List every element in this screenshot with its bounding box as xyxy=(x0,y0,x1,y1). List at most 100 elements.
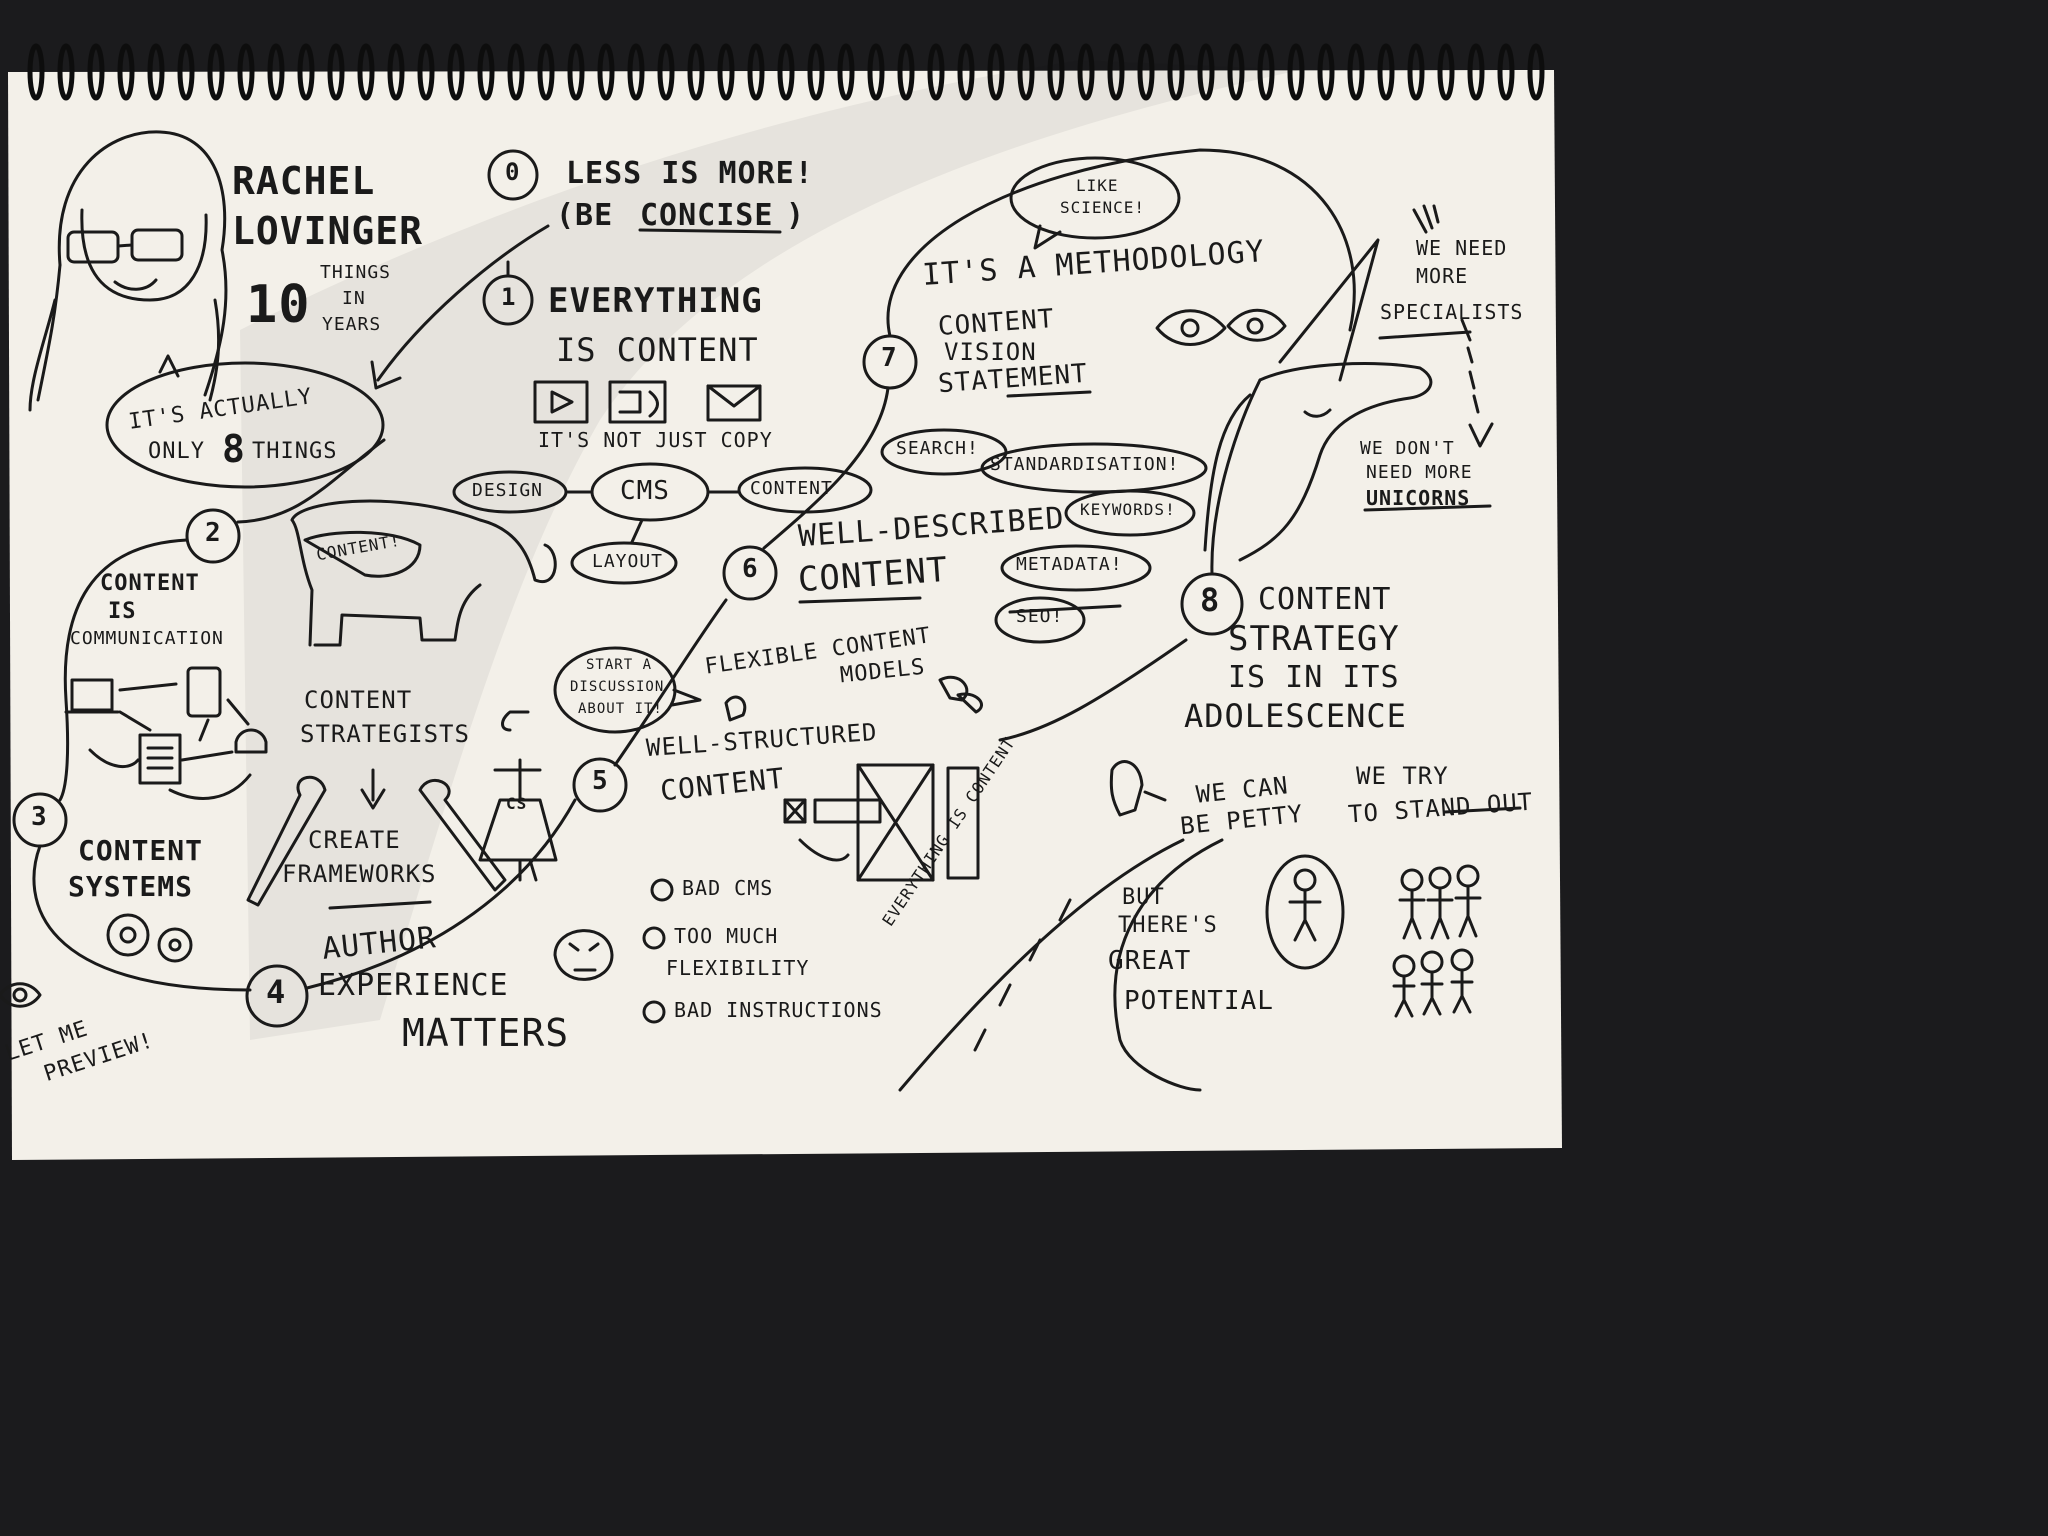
specialists-line2: more xyxy=(1416,264,1469,288)
speaker-name-line2: Lovinger xyxy=(232,209,424,253)
discussion-line1: Start a xyxy=(586,657,653,673)
bubble-only: only xyxy=(148,439,205,464)
point-2-line2: is xyxy=(108,599,137,624)
spiral-binding xyxy=(27,43,1545,101)
sketchnote-drawing xyxy=(0,43,1562,1160)
gears-drawing xyxy=(106,913,193,963)
unicorns-line3: unicorns xyxy=(1366,486,1471,510)
strategists-line2: Strategists xyxy=(300,720,470,748)
tag-keywords-label: Keywords! xyxy=(1080,500,1176,519)
stick-figures xyxy=(1288,864,1482,1018)
cms-content-label: Content xyxy=(750,478,833,499)
preview-eye xyxy=(0,982,42,1008)
content-ellipse xyxy=(737,466,873,514)
point-0-line2-pre: (Be xyxy=(556,198,614,233)
point-2-line3: communication xyxy=(70,628,224,649)
strategists-line1: Content xyxy=(304,686,413,714)
point-2-line1: Content xyxy=(100,571,200,596)
point-4-number: 4 xyxy=(266,973,287,1011)
wrench-right xyxy=(418,778,507,892)
elephant-drawing xyxy=(290,499,557,647)
circle-6 xyxy=(722,545,778,601)
point-7-line2: Vision xyxy=(944,338,1037,366)
in-word: in xyxy=(342,288,366,309)
cms-layout-label: Layout xyxy=(592,551,664,572)
strategists-line4: Frameworks xyxy=(282,860,437,888)
tag-seo-label: SEO! xyxy=(1016,606,1064,627)
potential-line4: potential xyxy=(1124,986,1274,1016)
layout-ellipse xyxy=(570,541,678,585)
sketchnote-photo: Rachel Lovinger 10 Things in Years It's … xyxy=(0,43,1562,1160)
unicorns-line1: We don't xyxy=(1360,438,1455,459)
point-3-number: 3 xyxy=(31,802,48,832)
point-8-line4: adolescence xyxy=(1184,697,1407,735)
cms-center-label: CMS xyxy=(620,476,670,506)
point-3-line1: Content xyxy=(78,834,204,867)
point-7-number: 7 xyxy=(881,343,898,373)
point-6-number: 6 xyxy=(742,554,759,584)
arrow-to-bubble xyxy=(376,224,550,382)
science-bubble xyxy=(1009,156,1181,240)
tag-standardisation xyxy=(980,442,1208,494)
potential-line3: great xyxy=(1108,946,1192,976)
unicorns-line2: need more xyxy=(1366,462,1473,483)
science-line1: Like xyxy=(1076,176,1119,195)
portrait-drawing xyxy=(28,130,228,412)
point-3-line2: Systems xyxy=(68,870,194,903)
specialists-line1: We need xyxy=(1416,236,1508,260)
tag-metadata-label: Metadata! xyxy=(1016,554,1123,575)
ten-number: 10 xyxy=(246,275,311,335)
potential-line2: there's xyxy=(1118,913,1218,938)
checklist-item-2: Too much xyxy=(674,924,779,948)
circle-0 xyxy=(487,149,539,201)
bubble-eight: 8 xyxy=(222,427,246,471)
science-line2: science! xyxy=(1060,198,1146,217)
point-0-line2-em: concise xyxy=(640,198,774,233)
point-2-number: 2 xyxy=(205,518,222,548)
standout-line1: We try xyxy=(1356,762,1449,790)
point-4-line2: Experience xyxy=(318,968,509,1003)
road-drawing xyxy=(898,838,1224,1092)
wireframe-drawing xyxy=(783,763,980,882)
point-0-number: 0 xyxy=(505,158,521,186)
discussion-line2: discussion xyxy=(570,679,665,695)
page-shadow xyxy=(240,60,1300,1040)
unicorn-drawing xyxy=(998,238,1433,742)
point-1-caption: It's not just copy xyxy=(538,428,773,452)
checklist-item-1: Bad CMS xyxy=(682,876,774,900)
tag-seo xyxy=(994,596,1086,644)
bubble-things: things xyxy=(252,439,338,464)
circle-2 xyxy=(185,508,241,564)
standout-oval xyxy=(1265,854,1345,970)
superhero-drawing xyxy=(478,710,558,882)
intro-bubble xyxy=(105,361,385,489)
tag-keywords xyxy=(1064,489,1196,537)
tag-standardisation-label: Standardisation! xyxy=(990,454,1180,475)
point-8-line1: Content xyxy=(1258,582,1392,617)
wrench-left xyxy=(246,775,327,907)
eyes-drawing xyxy=(1155,308,1287,346)
design-ellipse xyxy=(452,470,568,514)
specialists-line3: specialists xyxy=(1380,300,1524,324)
point-4-line3: Matters xyxy=(402,1011,570,1055)
point-1-line1: Everything xyxy=(548,281,763,321)
circle-4 xyxy=(245,964,309,1028)
point-1-number: 1 xyxy=(501,283,517,311)
point-0-line1: Less is more! xyxy=(566,156,814,191)
speaker-name-line1: Rachel xyxy=(232,159,376,203)
point-1-line2: is content xyxy=(556,331,759,369)
circle-5 xyxy=(572,757,628,813)
discussion-line3: about it! xyxy=(578,701,663,717)
potential-line1: But xyxy=(1122,885,1165,910)
years-word: Years xyxy=(322,314,382,335)
media-icons xyxy=(533,380,762,424)
superhero-badge: CS xyxy=(506,794,528,813)
tag-metadata xyxy=(1000,544,1152,592)
communication-diagram xyxy=(64,666,268,800)
strategists-line3: Create xyxy=(308,826,401,854)
checklist-item-4: Bad instructions xyxy=(674,998,883,1022)
point-0-line2-post: ) xyxy=(786,198,806,233)
petty-person xyxy=(1109,760,1167,817)
checklist-marks xyxy=(642,878,674,1024)
tag-search-label: Search! xyxy=(896,438,979,459)
